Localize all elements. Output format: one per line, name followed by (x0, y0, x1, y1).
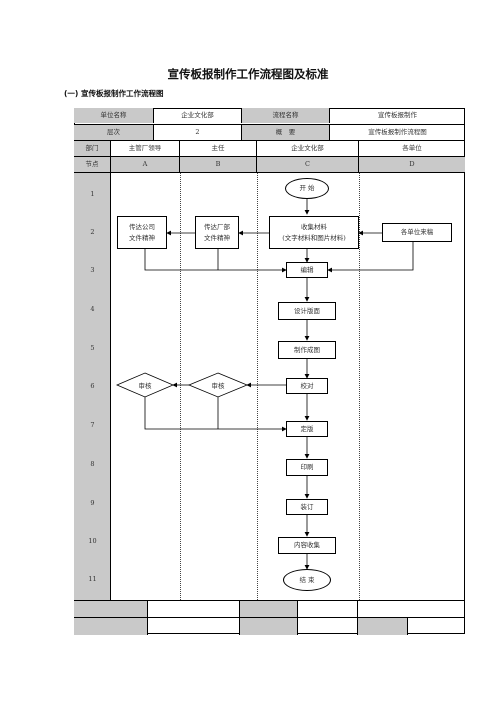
end-label: 结 束 (299, 575, 315, 584)
footer-cell (148, 618, 240, 635)
value-unit-name: 企业文化部 (154, 108, 242, 123)
produce-label: 制作成图 (294, 345, 320, 354)
content-collection-box: 内容收集 (278, 537, 336, 554)
contrib-label: 各单位来稿 (400, 228, 434, 236)
header-row-node: 节点 A B C D (74, 156, 465, 172)
footer-row-1 (74, 600, 465, 618)
node-number: 11 (88, 575, 97, 583)
footer-cell (148, 601, 240, 618)
footer-cell (358, 601, 465, 618)
node-number: 5 (90, 344, 95, 352)
collect-materials-box: 收集材料 (文字材料和图片材料) (269, 216, 359, 249)
archive-label: 内容收集 (294, 541, 320, 549)
label-level: 层次 (74, 125, 154, 140)
footer-cell (298, 601, 358, 618)
design-label: 设计版面 (294, 306, 320, 315)
edit-box: 编辑 (286, 262, 328, 278)
header-row-department: 部门 主管厂领导 主任 企业文化部 各单位 (74, 140, 465, 156)
produce-image-box: 制作成图 (278, 341, 336, 359)
proof-label: 校对 (300, 381, 314, 390)
edit-label: 编辑 (300, 265, 314, 274)
node-number: 3 (90, 266, 95, 274)
footer-cell (240, 618, 298, 635)
label-process-name: 流程名称 (242, 108, 330, 123)
review-a-diamond (115, 372, 175, 398)
node-number: 7 (90, 421, 95, 429)
start-node: 开 始 (285, 178, 329, 199)
review-b-diamond (187, 372, 249, 398)
print-box: 印刷 (286, 459, 328, 476)
footer-cell (74, 618, 148, 635)
relay-company-box: 传达公司 文件精神 (117, 216, 167, 249)
node-number: 4 (90, 305, 95, 313)
dept-b: 主任 (180, 141, 257, 156)
header-divider (74, 172, 465, 173)
unit-contributions-box: 各单位来稿 (382, 223, 452, 242)
node-number: 2 (90, 228, 95, 236)
node-col-c: C (257, 157, 359, 172)
value-process-name: 宣传板报制作 (378, 111, 417, 119)
collect-label: 收集材料 (301, 222, 327, 231)
review-b-label: 审核 (211, 382, 225, 390)
collect-sublabel: (文字材料和图片材料) (282, 233, 346, 242)
relay-factory-line1: 传达厂部 (204, 222, 230, 231)
node-col-a: A (111, 157, 180, 172)
bind-label: 装订 (300, 502, 314, 511)
footer-cell (74, 601, 148, 618)
relay-factory-box: 传达厂部 文件精神 (195, 216, 239, 249)
review-a-label: 审核 (138, 382, 152, 390)
value-level: 2 (154, 125, 242, 140)
finalize-box: 定版 (286, 421, 328, 437)
header-row-level: 层次 2 概 要 宣传板报制作流程图 (74, 124, 465, 140)
footer-cell (240, 601, 298, 618)
node-number: 9 (90, 499, 95, 507)
node-number: 8 (90, 460, 95, 468)
node-col-b: B (180, 157, 257, 172)
relay-company-line2: 文件精神 (129, 233, 155, 242)
end-node: 结 束 (283, 569, 331, 591)
node-number: 6 (90, 382, 95, 390)
relay-factory-line2: 文件精神 (204, 233, 230, 242)
print-label: 印刷 (300, 463, 314, 471)
node-col-d: D (359, 157, 465, 172)
proofread-box: 校对 (286, 378, 328, 394)
label-summary: 概 要 (242, 125, 330, 140)
finalize-label: 定版 (300, 424, 314, 433)
node-column (74, 173, 111, 600)
dept-c: 企业文化部 (257, 141, 359, 156)
label-unit-name: 单位名称 (74, 108, 154, 123)
relay-company-line1: 传达公司 (129, 222, 155, 231)
footer-cell (358, 618, 408, 635)
start-label: 开 始 (299, 184, 315, 192)
footer-row-2 (74, 617, 465, 635)
section-subtitle: (一) 宣传板报制作工作流程图 (64, 89, 164, 98)
lane-divider-bc (257, 173, 258, 600)
dept-d: 各单位 (402, 144, 422, 152)
binding-box: 装订 (286, 499, 328, 515)
label-department: 部门 (74, 141, 111, 156)
footer-cell (408, 618, 465, 635)
design-layout-box: 设计版面 (278, 302, 336, 320)
label-node: 节点 (74, 157, 111, 172)
lane-divider-cd (359, 173, 360, 600)
value-summary: 宣传板报制作流程图 (368, 128, 427, 136)
page-title: 宣传板报制作工作流程图及标准 (167, 67, 329, 81)
dept-a: 主管厂领导 (111, 141, 180, 156)
footer-cell (298, 618, 358, 635)
lane-divider-ab (180, 173, 181, 600)
header-row-unit: 单位名称 企业文化部 流程名称 宣传板报制作 (74, 108, 465, 123)
node-number: 10 (88, 537, 97, 545)
node-number: 1 (90, 190, 95, 198)
